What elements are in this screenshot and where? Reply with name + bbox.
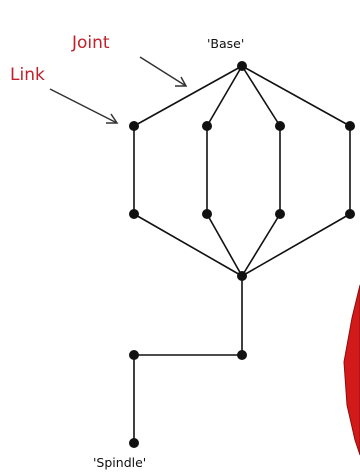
link-base-to-top-2 (206, 65, 243, 127)
joint-chain-right (237, 350, 247, 360)
joint-top-1 (129, 121, 139, 131)
link-base-to-top-3 (241, 65, 281, 127)
joint-bottom-4 (345, 209, 355, 219)
joints-group (129, 61, 355, 448)
joint-top-2 (202, 121, 212, 131)
joint-bottom-2 (202, 209, 212, 219)
joint-annotation-label: Joint (71, 33, 110, 53)
joint-chain-left (129, 350, 139, 360)
joint-spindle (129, 438, 139, 448)
red-object-partial (343, 284, 360, 456)
links-group (133, 65, 351, 443)
link-bottom-to-center-3 (241, 213, 281, 277)
joint-base (237, 61, 247, 71)
link-bottom-to-center-4 (241, 213, 351, 277)
link-arrow-head (106, 113, 119, 124)
base-label: 'Base' (207, 36, 244, 51)
joint-center (237, 271, 247, 281)
joint-top-3 (275, 121, 285, 131)
joint-bottom-1 (129, 209, 139, 219)
joint-arrow-shaft (139, 56, 187, 87)
link-arrow-shaft (49, 88, 118, 124)
annotation-arrows (49, 56, 188, 124)
link-base-to-top-1 (133, 65, 243, 127)
link-annotation-label: Link (10, 65, 45, 85)
joint-top-4 (345, 121, 355, 131)
joint-arrow-head (175, 76, 188, 87)
link-bottom-to-center-2 (206, 213, 243, 277)
spindle-label: 'Spindle' (93, 455, 146, 470)
joint-bottom-3 (275, 209, 285, 219)
link-bottom-to-center-1 (133, 213, 243, 277)
link-base-to-top-4 (241, 65, 351, 127)
